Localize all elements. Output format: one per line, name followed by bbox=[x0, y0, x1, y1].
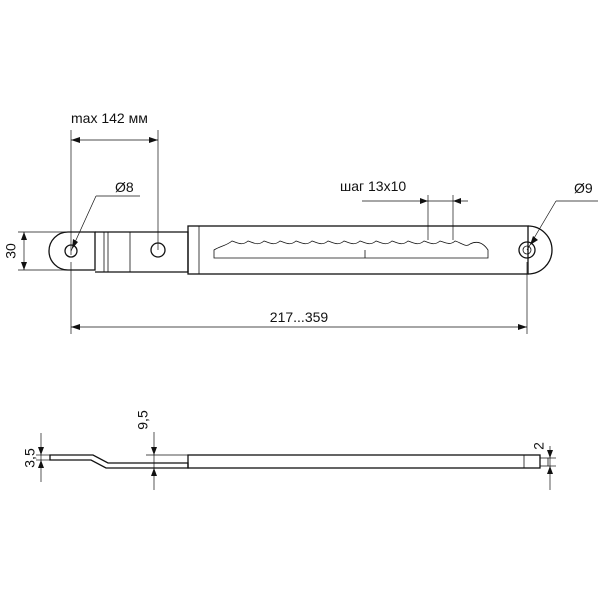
dim-offset-height: 9,5 bbox=[135, 410, 188, 490]
left-arm-outline bbox=[48, 231, 96, 271]
arm-body bbox=[95, 231, 189, 273]
dim-max-length: max 142 мм bbox=[70, 110, 159, 255]
dim-right-thickness: 2 bbox=[531, 442, 556, 490]
total-length-label: 217...359 bbox=[270, 309, 329, 325]
dim-left-thickness: 3,5 bbox=[22, 433, 50, 482]
hole-left-label: Ø8 bbox=[115, 179, 134, 195]
right-thickness-label: 2 bbox=[531, 442, 547, 450]
right-hole bbox=[518, 241, 536, 259]
left-thickness-label: 3,5 bbox=[22, 448, 38, 468]
right-end bbox=[527, 225, 553, 275]
offset-height-label: 9,5 bbox=[135, 410, 151, 430]
dim-height: 30 bbox=[3, 231, 68, 271]
notched-slot bbox=[213, 240, 489, 259]
side-view bbox=[49, 454, 549, 469]
dim-pitch: шаг 13x10 bbox=[340, 178, 468, 240]
side-end-tab bbox=[540, 457, 549, 467]
top-view bbox=[48, 225, 553, 275]
max-length-label: max 142 мм bbox=[71, 110, 148, 126]
side-bar-profile bbox=[187, 454, 541, 469]
stay-bar bbox=[187, 225, 529, 275]
right-hole-inner bbox=[522, 245, 532, 255]
dim-hole-left: Ø8 bbox=[70, 179, 140, 252]
pitch-label: шаг 13x10 bbox=[340, 178, 406, 194]
dim-total-length: 217...359 bbox=[70, 262, 528, 334]
dim-hole-right: Ø9 bbox=[526, 180, 598, 251]
hole-right-label: Ø9 bbox=[574, 180, 593, 196]
side-arm-profile bbox=[49, 454, 189, 469]
height-label: 30 bbox=[3, 243, 19, 259]
